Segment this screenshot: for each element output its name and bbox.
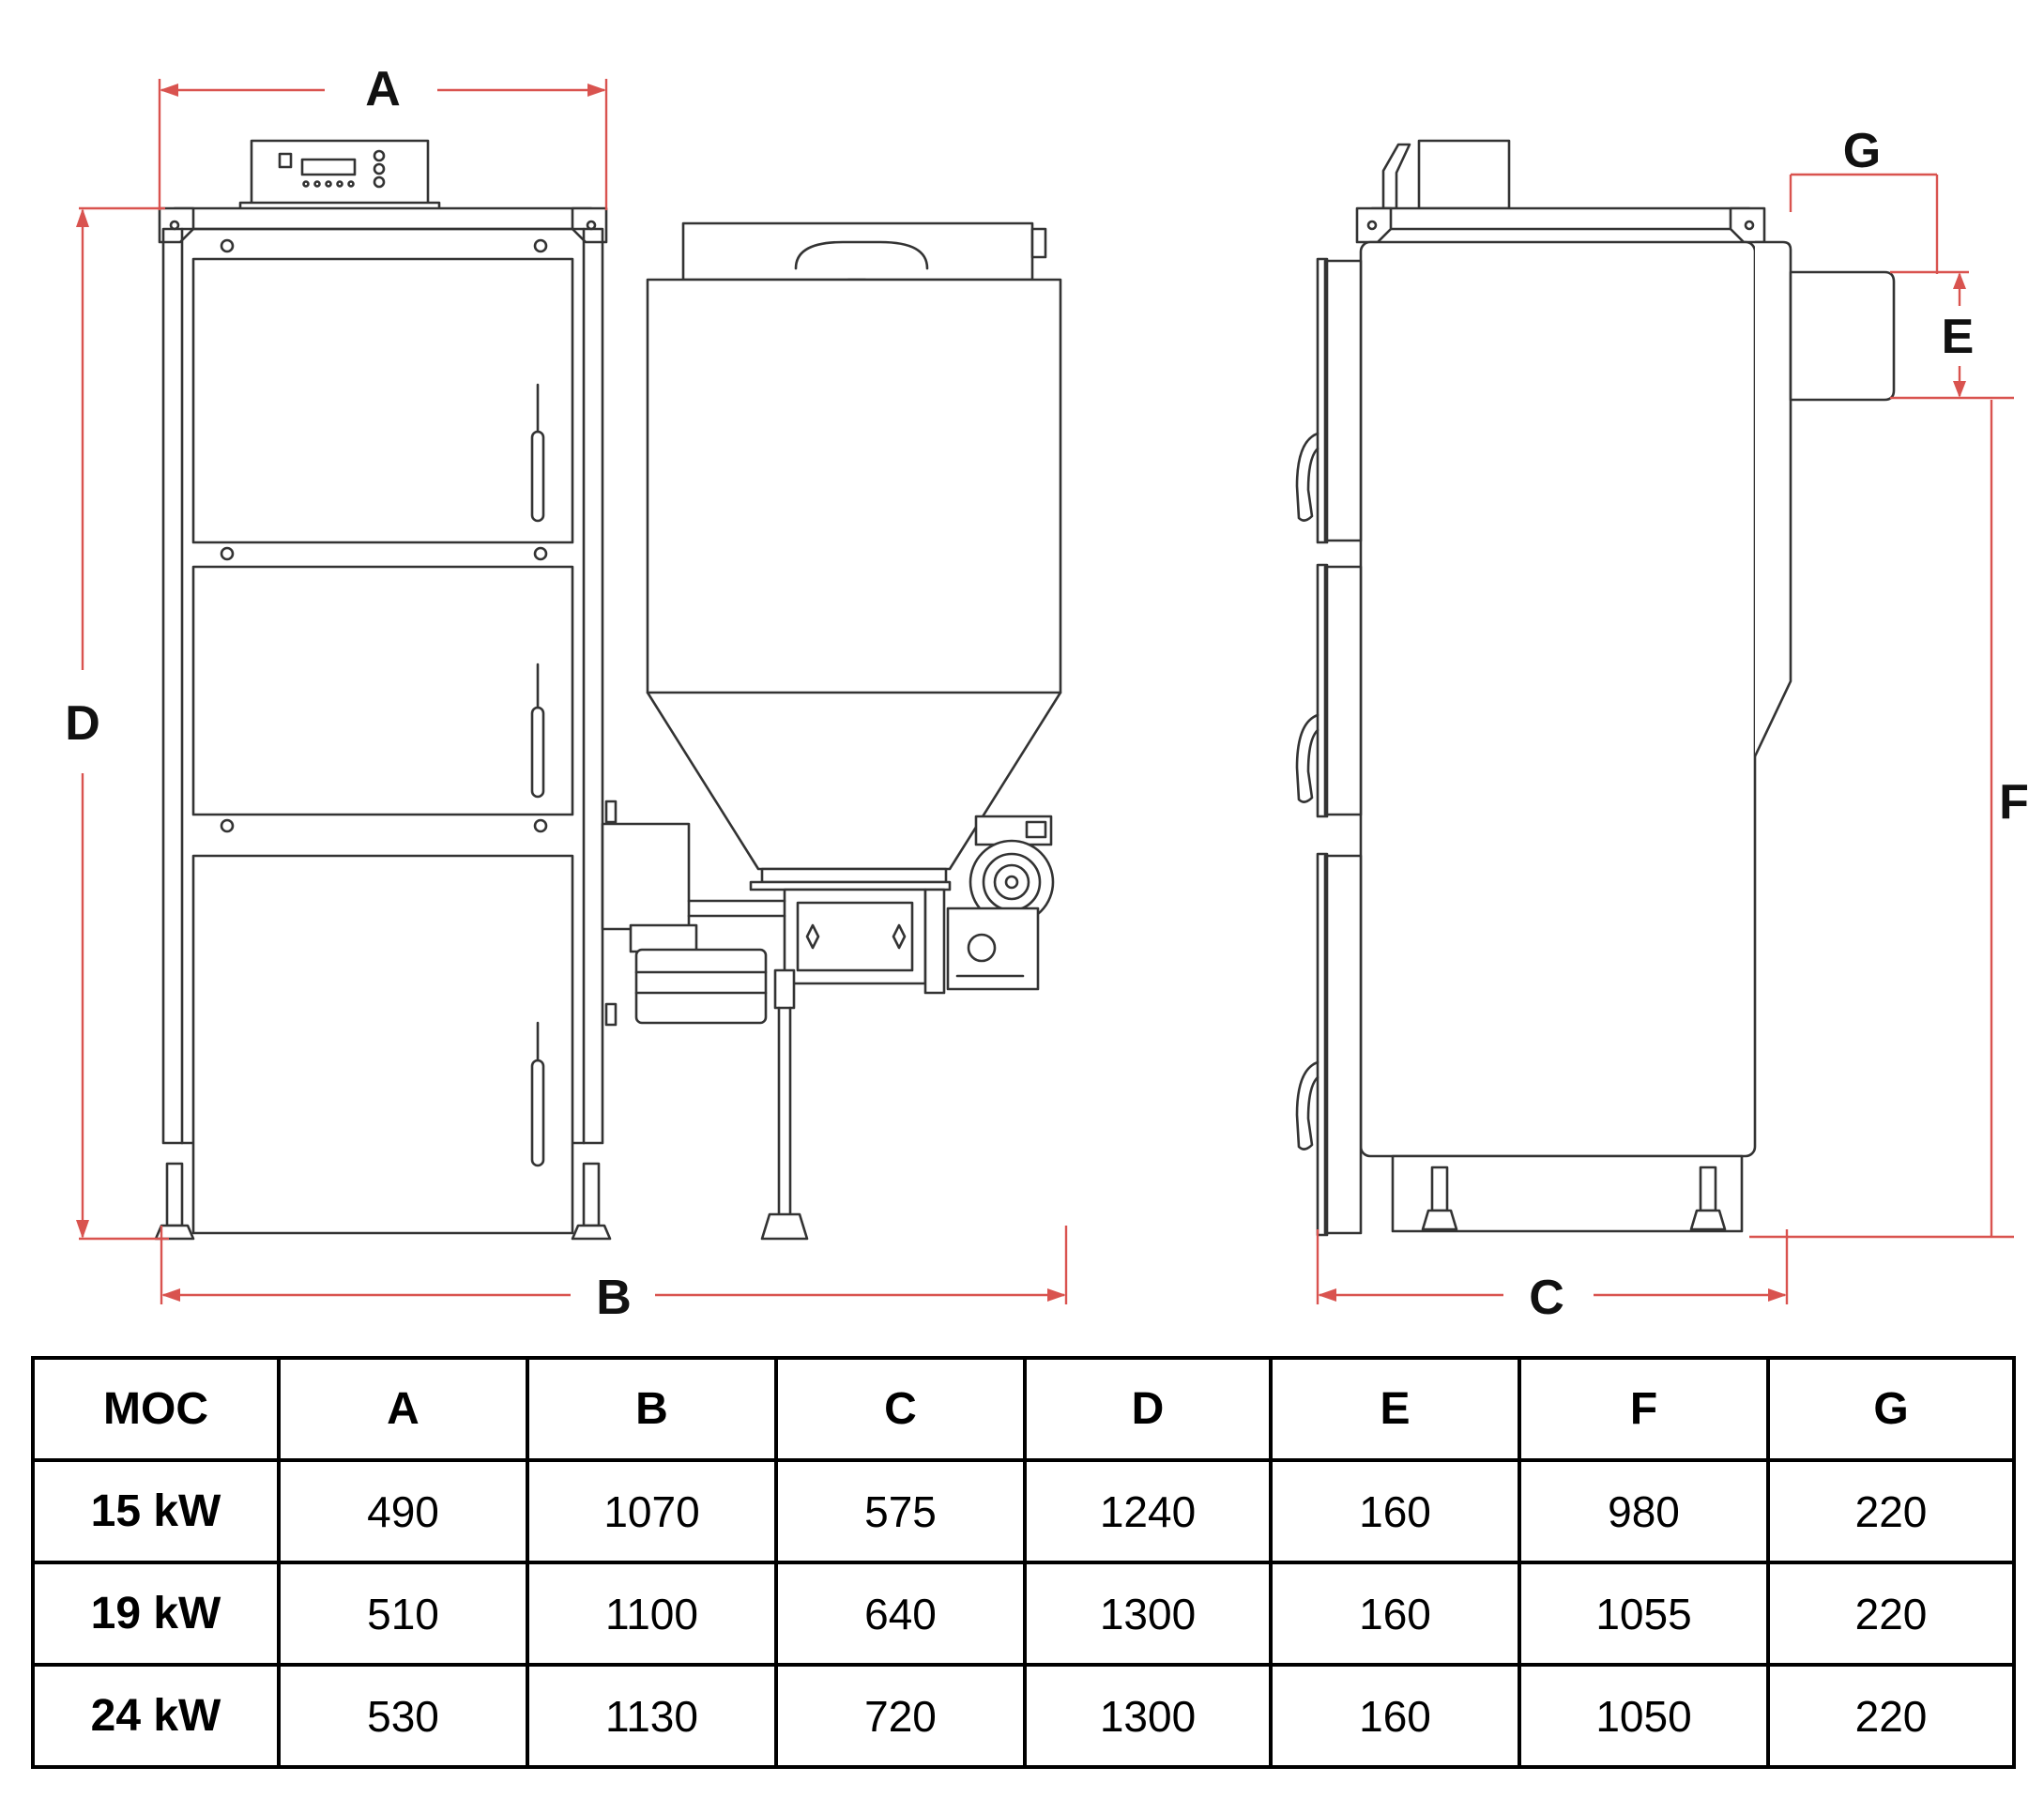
table-cell: 160 <box>1269 1663 1521 1769</box>
dimension-lines <box>76 79 2014 1304</box>
table-cell: 575 <box>774 1458 1027 1564</box>
table-cell: 220 <box>1766 1663 2016 1769</box>
flue-housing <box>1753 240 1792 757</box>
table-header-row: MOC A B C D E F G <box>31 1356 2016 1462</box>
table-cell: 1240 <box>1023 1458 1273 1564</box>
table-cell: 160 <box>1269 1458 1521 1564</box>
boiler-door-top <box>191 257 574 544</box>
hopper-front-view <box>601 221 1062 1241</box>
flue-outlet <box>1789 270 1896 402</box>
table-cell: 1055 <box>1518 1561 1770 1667</box>
dim-label-g: G <box>1843 124 1881 178</box>
dim-label-c: C <box>1529 1271 1564 1325</box>
table-row: 15 kW 490 1070 575 1240 160 980 220 <box>31 1458 2016 1564</box>
table-cell: 1130 <box>526 1663 778 1769</box>
header-b: B <box>526 1356 778 1462</box>
header-c: C <box>774 1356 1027 1462</box>
table-cell: 220 <box>1766 1458 2016 1564</box>
dim-label-f: F <box>1999 775 2029 830</box>
dimensions-table: MOC A B C D E F G 15 kW 490 1070 575 124… <box>31 1356 2016 1769</box>
dim-label-a: A <box>365 62 401 116</box>
table-cell: 1070 <box>526 1458 778 1564</box>
table-cell: 490 <box>277 1458 529 1564</box>
header-f: F <box>1518 1356 1770 1462</box>
table-cell: 1100 <box>526 1561 778 1667</box>
boiler-door-bottom <box>191 854 574 1235</box>
cell-power: 19 kW <box>31 1561 281 1667</box>
table-cell: 510 <box>277 1561 529 1667</box>
header-d: D <box>1023 1356 1273 1462</box>
header-g: G <box>1766 1356 2016 1462</box>
table-cell: 1050 <box>1518 1663 1770 1769</box>
cell-power: 15 kW <box>31 1458 281 1564</box>
dim-label-d: D <box>65 696 100 751</box>
cell-power: 24 kW <box>31 1663 281 1769</box>
table-row: 24 kW 530 1130 720 1300 160 1050 220 <box>31 1663 2016 1769</box>
dim-label-e: E <box>1942 310 1975 364</box>
header-moc: MOC <box>31 1356 281 1462</box>
table-cell: 720 <box>774 1663 1027 1769</box>
boiler-side-view <box>1295 139 1896 1237</box>
boiler-diagram: A D B C G E F <box>65 62 2029 1325</box>
table-cell: 220 <box>1766 1561 2016 1667</box>
table-cell: 1300 <box>1023 1561 1273 1667</box>
boiler-door-middle <box>191 565 574 816</box>
header-e: E <box>1269 1356 1521 1462</box>
dim-label-b: B <box>596 1271 632 1325</box>
table-cell: 980 <box>1518 1458 1770 1564</box>
boiler-front-view <box>154 139 612 1241</box>
table-cell: 160 <box>1269 1561 1521 1667</box>
table-cell: 640 <box>774 1561 1027 1667</box>
table-cell: 530 <box>277 1663 529 1769</box>
burner-unit <box>634 948 768 1025</box>
table-cell: 1300 <box>1023 1663 1273 1769</box>
boiler-top-bar <box>173 206 593 231</box>
controller-panel <box>250 139 430 206</box>
hopper-bin <box>646 278 1062 871</box>
side-body <box>1359 240 1757 1158</box>
corner-bracket <box>158 206 195 244</box>
table-row: 19 kW 510 1100 640 1300 160 1055 220 <box>31 1561 2016 1667</box>
hopper-lid <box>681 221 1034 282</box>
controller-display <box>300 158 357 176</box>
header-a: A <box>277 1356 529 1462</box>
